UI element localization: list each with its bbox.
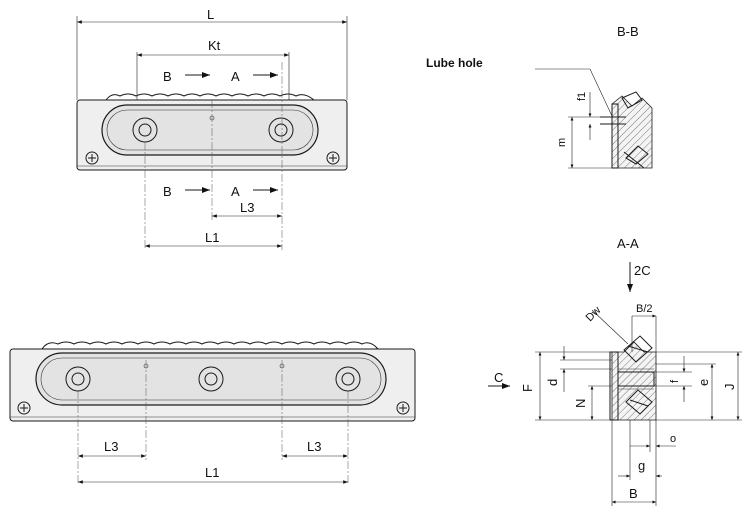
dim-L3-left: L3 [104, 439, 118, 454]
dim-o: o [670, 433, 676, 445]
label-C: C [494, 370, 503, 385]
top-view-bolt-right [268, 117, 294, 143]
top-view-end-screw-left [85, 151, 99, 165]
bottom-view-bolt-middle [198, 366, 224, 392]
bottom-view-slot [35, 352, 387, 406]
dim-B: B [629, 486, 638, 501]
roller-top [623, 335, 653, 363]
section-aa-title: A-A [617, 236, 639, 251]
dim-L: L [207, 7, 214, 22]
section-aa: A-A 2C Dw B/2 C F d [488, 236, 742, 506]
dim-N: N [573, 399, 588, 408]
dim-f: f [669, 379, 681, 383]
dim-F: F [520, 384, 535, 392]
dim-L1-top: L1 [205, 230, 219, 245]
section-label-A-top: A [231, 69, 240, 84]
dim-J: J [722, 384, 737, 391]
bottom-view: L3 L3 L1 [9, 341, 416, 485]
dim-B-half: B/2 [636, 303, 653, 315]
dim-Kt: Kt [208, 38, 221, 53]
label-2C: 2C [634, 263, 651, 278]
bottom-view-end-screw-right [396, 401, 410, 415]
dim-L3-right: L3 [307, 439, 321, 454]
bottom-view-end-screw-left [17, 401, 31, 415]
dim-g: g [638, 458, 645, 473]
dim-Dw: Dw [584, 304, 604, 324]
top-view-rollers [105, 93, 315, 101]
top-view-end-screw-right [326, 151, 340, 165]
section-bb-title: B-B [617, 24, 639, 39]
top-view: L Kt B A B A L3 L1 [76, 7, 348, 250]
section-aa-profile [611, 341, 657, 421]
dim-L1-bottom: L1 [205, 465, 219, 480]
section-label-B-top: B [163, 69, 172, 84]
top-view-slot [101, 104, 319, 156]
section-bb: B-B Lube hole m f1 [426, 24, 653, 169]
lube-hole-label: Lube hole [426, 56, 483, 70]
dim-e: e [696, 379, 711, 386]
dim-f1: f1 [576, 92, 588, 101]
roller-bottom [625, 389, 653, 415]
dim-L3-top: L3 [240, 200, 254, 215]
dim-m: m [556, 138, 568, 147]
dim-d: d [545, 379, 560, 386]
bottom-view-rollers [41, 341, 379, 350]
section-label-B-bottom: B [163, 184, 172, 199]
section-label-A-bottom: A [231, 184, 240, 199]
